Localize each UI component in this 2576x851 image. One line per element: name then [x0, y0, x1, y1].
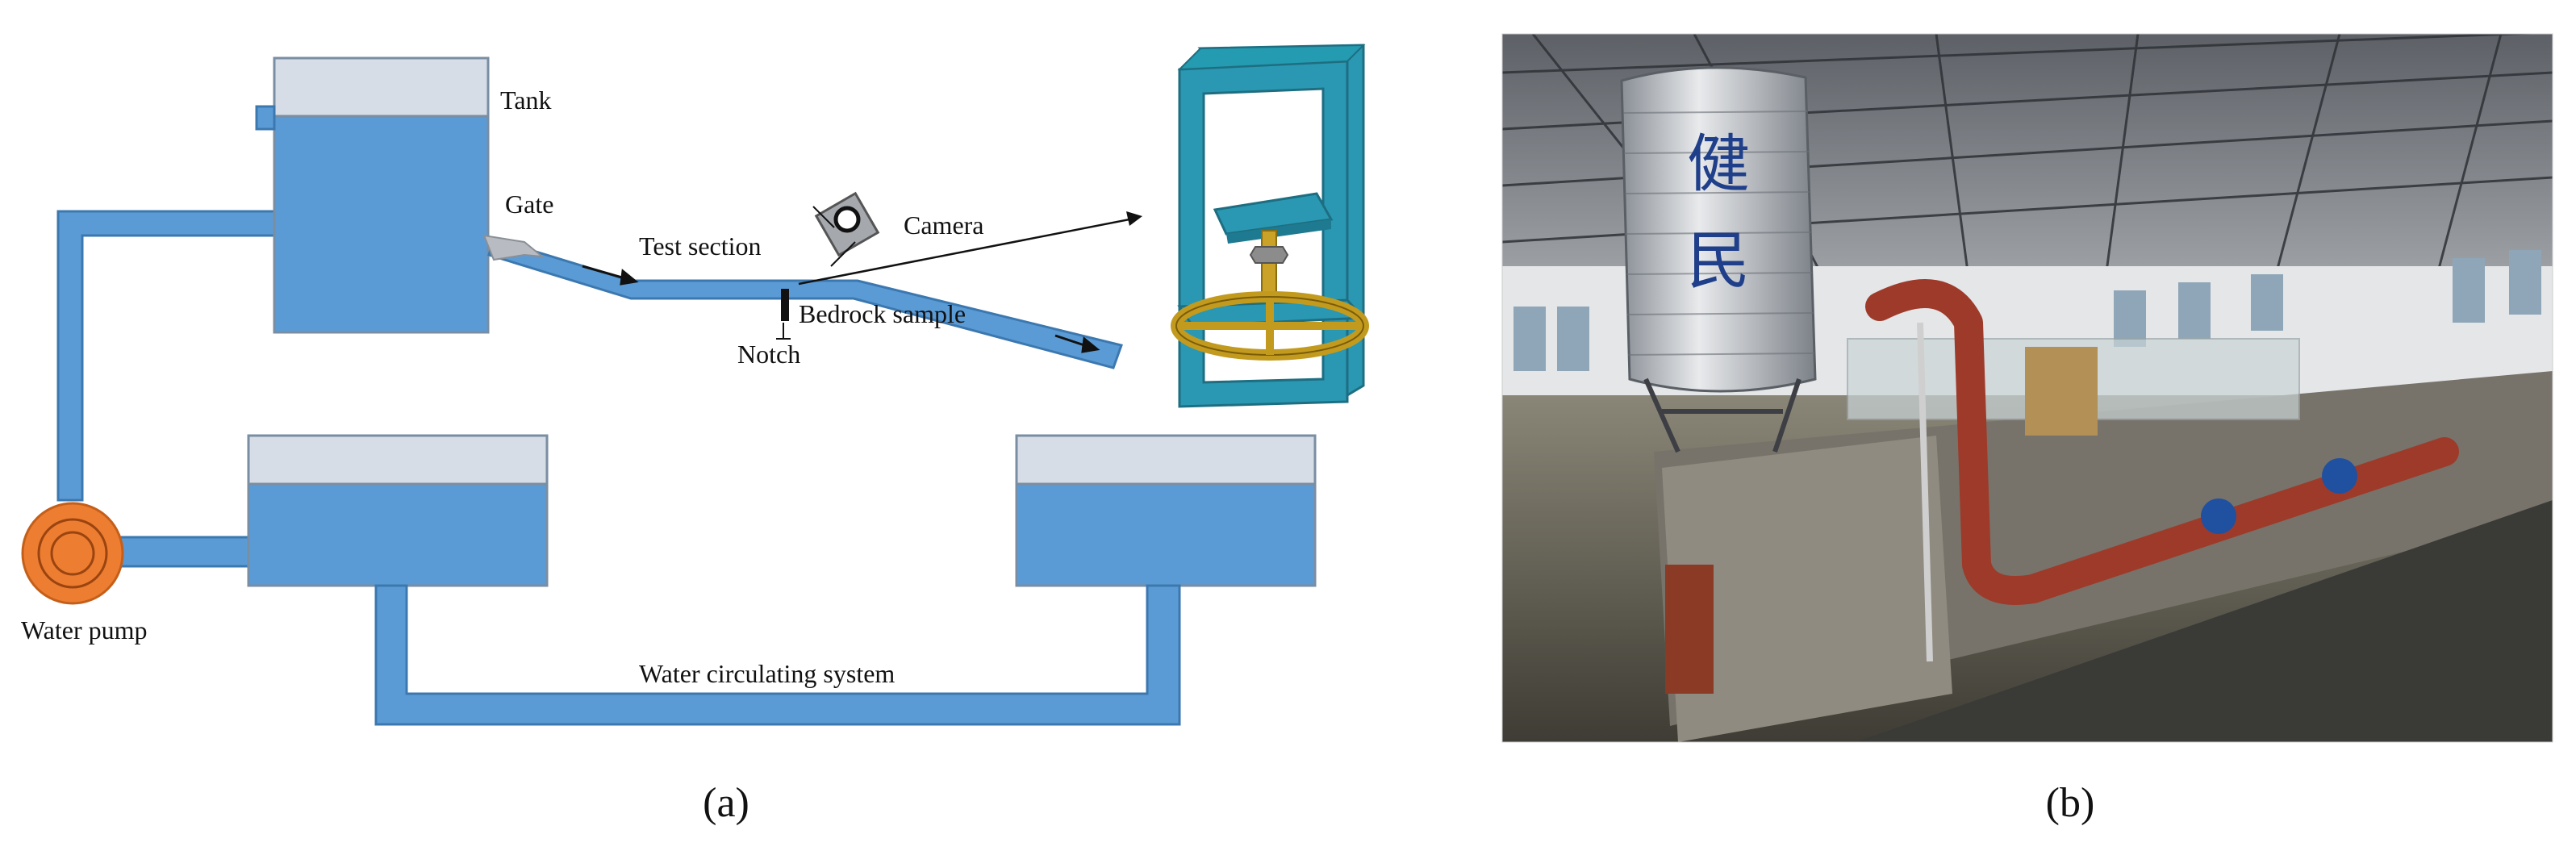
caption-b: (b)	[2046, 780, 2095, 826]
flow-arrows	[582, 265, 1100, 353]
panel-b-photo: 健 民 (b)	[1501, 33, 2553, 826]
water-pump-icon	[21, 502, 124, 605]
detail-pointer-arrow	[798, 211, 1142, 286]
return-pipe	[56, 210, 276, 502]
notch-marker	[776, 323, 791, 340]
circulating-pipe	[374, 584, 1181, 726]
panel-a-schematic: Tank Gate Test section Camera Bedrock sa…	[21, 44, 1369, 826]
red-pipe-photo	[1865, 279, 2459, 605]
camera-icon	[812, 191, 880, 257]
tank-inlet-stub	[255, 105, 276, 131]
label-water-pump: Water pump	[21, 615, 147, 645]
label-camera: Camera	[904, 211, 984, 240]
lower-right-tank	[1015, 434, 1317, 587]
lower-left-tank	[247, 434, 549, 587]
pump-outlet-pipe	[103, 536, 250, 568]
water-tank-photo	[1620, 66, 1817, 393]
caption-a: (a)	[703, 780, 749, 826]
label-test-section: Test section	[639, 232, 762, 261]
tank-lettering-1: 健	[1687, 128, 1750, 201]
tank-lettering-2: 民	[1687, 225, 1750, 298]
gate-shape	[482, 234, 545, 261]
label-gate: Gate	[505, 190, 553, 219]
flume-channel	[487, 237, 1123, 369]
camera-leader-line	[830, 241, 856, 267]
label-notch: Notch	[737, 340, 800, 369]
label-tank: Tank	[500, 86, 552, 115]
bedrock-sample-marker	[781, 289, 789, 321]
sample-holder-frame-icon	[1171, 44, 1369, 408]
photo-content: 健 民	[1502, 34, 2553, 742]
top-tank	[255, 56, 490, 334]
label-water-circulating-system: Water circulating system	[639, 659, 895, 688]
label-bedrock-sample: Bedrock sample	[799, 299, 966, 328]
